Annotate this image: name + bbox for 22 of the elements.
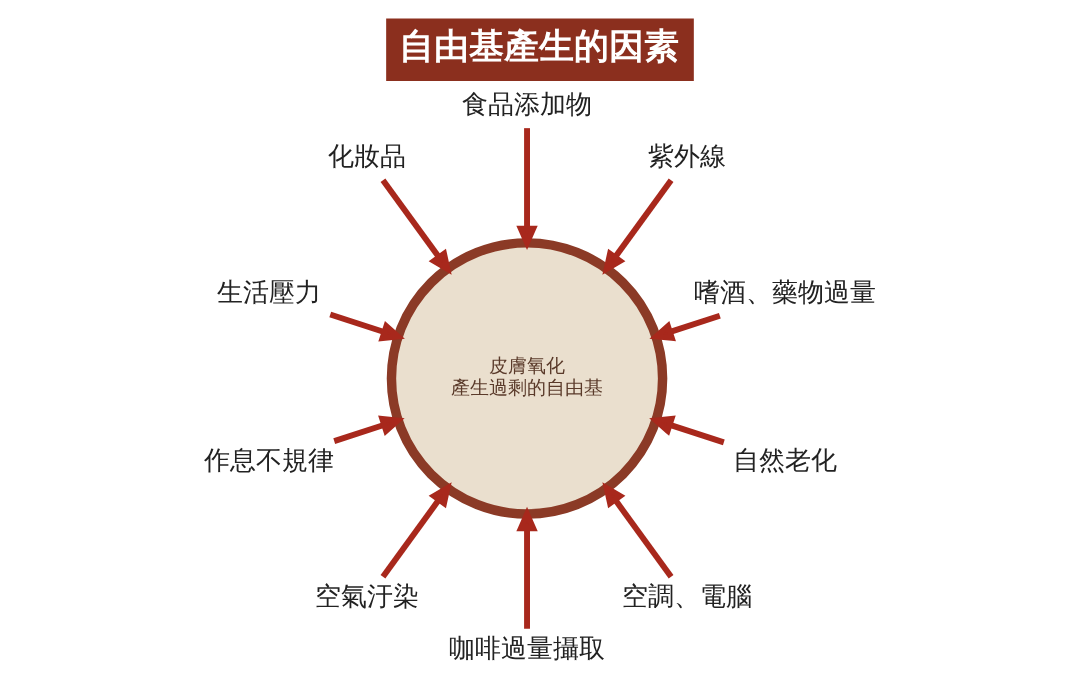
node-text: 紫外線 bbox=[647, 140, 726, 171]
node-text: 食品添加物 bbox=[462, 88, 593, 119]
arrow bbox=[649, 415, 725, 445]
diagram-title: 自由基產生的因素 bbox=[398, 24, 679, 66]
node-text: 嗜酒、藥物過量 bbox=[694, 276, 877, 307]
arrow bbox=[516, 127, 538, 250]
arrow bbox=[333, 415, 405, 444]
node-text: 生活壓力 bbox=[216, 276, 321, 307]
arrow bbox=[380, 177, 452, 275]
node-text: 自然老化 bbox=[733, 444, 838, 475]
arrow bbox=[329, 311, 405, 341]
arrow bbox=[649, 312, 721, 341]
arrow bbox=[602, 481, 674, 578]
arrow bbox=[602, 177, 674, 275]
node-text: 化妝品 bbox=[328, 140, 407, 171]
arrow bbox=[516, 506, 538, 629]
node-text: 作息不規律 bbox=[203, 444, 334, 475]
node-text: 空氣汙染 bbox=[315, 580, 420, 611]
node-circle: 皮膚氧化 產生過剩的自由基 bbox=[386, 237, 668, 519]
node-text: 空調、電腦 bbox=[621, 580, 752, 611]
node-text: 咖啡過量攝取 bbox=[449, 632, 606, 663]
arrow bbox=[380, 481, 452, 578]
